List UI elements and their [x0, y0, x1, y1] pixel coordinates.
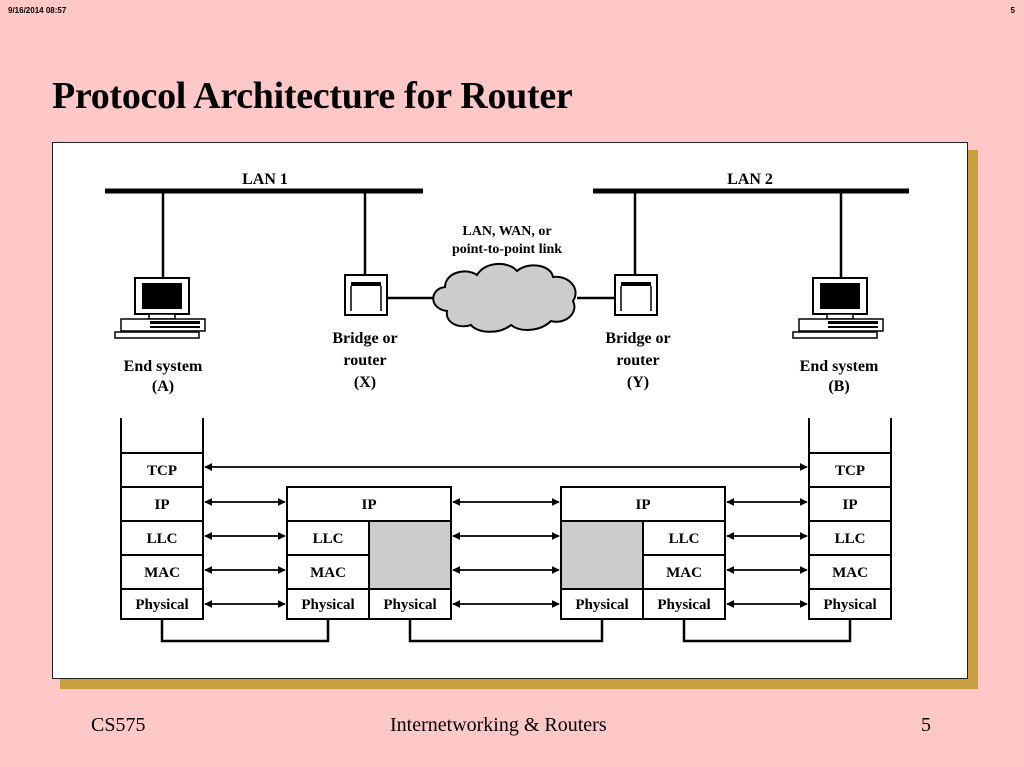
link-label-line1: LAN, WAN, or: [462, 224, 551, 239]
protocol-architecture-diagram: LAN 1 LAN 2: [105, 171, 909, 643]
footer-page-number: 5: [921, 714, 931, 736]
bridge-y-id: (Y): [627, 374, 649, 391]
footer-title: Internetworking & Routers: [390, 714, 607, 736]
end-system-a-id: (A): [152, 378, 174, 395]
x-mac: MAC: [310, 565, 346, 581]
end-system-a-label: End system: [124, 358, 203, 375]
stack-x: IP LLC MAC Physical Physical: [286, 486, 452, 620]
a-physical: Physical: [135, 597, 188, 613]
b-mac: MAC: [832, 565, 868, 581]
bridge-x-sub: router: [343, 352, 386, 369]
x-physical-1: Physical: [301, 597, 354, 613]
slide-title: Protocol Architecture for Router: [52, 75, 573, 117]
computer-icon-a: [114, 277, 206, 339]
footer-course: CS575: [91, 714, 146, 736]
a-llc: LLC: [147, 531, 178, 547]
header-date: 9/16/2014 08:57: [8, 6, 67, 15]
x-physical-2: Physical: [383, 597, 436, 613]
peer-arrows: [204, 463, 808, 608]
bridge-x-id: (X): [354, 374, 376, 391]
router-icon-y: [614, 274, 658, 316]
stack-a: TCP IP LLC MAC Physical: [120, 418, 204, 620]
end-system-b-id: (B): [828, 378, 849, 395]
lan2-label: LAN 2: [727, 171, 773, 188]
lan1-label: LAN 1: [242, 171, 288, 188]
end-system-b-label: End system: [800, 358, 879, 375]
link-label-line2: point-to-point link: [452, 242, 562, 257]
b-physical: Physical: [823, 597, 876, 613]
b-tcp: TCP: [835, 463, 865, 479]
y-physical-2: Physical: [657, 597, 710, 613]
stack-y: IP LLC MAC Physical Physical: [560, 486, 726, 620]
cloud-icon: [432, 263, 577, 333]
y-mac: MAC: [666, 565, 702, 581]
bridge-y-sub: router: [616, 352, 659, 369]
a-ip: IP: [155, 497, 170, 513]
y-shaded-block: [560, 520, 644, 590]
phy-link-x-y: [408, 619, 604, 643]
router-icon-x: [344, 274, 388, 316]
physical-links: [160, 619, 852, 643]
stack-b: TCP IP LLC MAC Physical: [808, 418, 892, 620]
x-shaded-block: [368, 520, 452, 590]
a-tcp: TCP: [147, 463, 177, 479]
x-llc: LLC: [313, 531, 344, 547]
x-ip: IP: [362, 497, 377, 513]
header-page-number: 5: [1010, 6, 1015, 15]
a-mac: MAC: [144, 565, 180, 581]
bridge-y-label: Bridge or: [605, 330, 670, 347]
figure-panel: LAN 1 LAN 2: [52, 142, 968, 679]
y-ip: IP: [636, 497, 651, 513]
y-llc: LLC: [669, 531, 700, 547]
b-llc: LLC: [835, 531, 866, 547]
y-physical-1: Physical: [575, 597, 628, 613]
phy-link-a-x: [160, 619, 330, 643]
computer-icon-b: [792, 277, 884, 339]
bridge-x-label: Bridge or: [332, 330, 397, 347]
phy-link-y-b: [682, 619, 852, 643]
b-ip: IP: [843, 497, 858, 513]
